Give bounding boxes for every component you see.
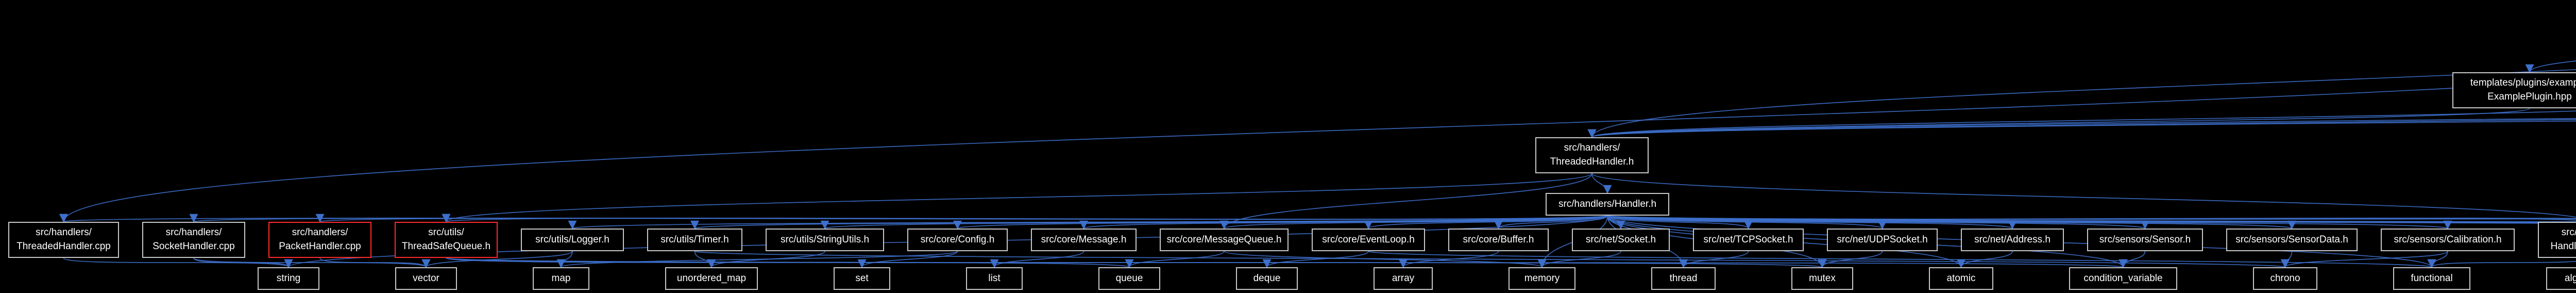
graph-node-s8[interactable]: deque [1236, 267, 1298, 290]
graph-edge [694, 251, 716, 268]
graph-node-b13[interactable]: src/net/Socket.h [1572, 229, 1670, 251]
graph-edge [2427, 251, 2448, 268]
graph-edge [319, 257, 431, 268]
graph-edge [443, 213, 1608, 223]
graph-node-b9[interactable]: src/core/Message.h [1031, 229, 1137, 251]
graph-edge [1368, 251, 2435, 268]
graph-node-s15[interactable]: chrono [2253, 267, 2317, 290]
graph-edge [1588, 110, 2576, 138]
graph-edge [1607, 215, 2452, 230]
graph-edge [2525, 60, 2576, 73]
graph-edge [1587, 69, 2576, 138]
graph-node-b14[interactable]: src/net/TCPSocket.h [1693, 229, 1804, 251]
graph-edge [442, 173, 1592, 223]
graph-node-s13[interactable]: atomic [1929, 267, 1993, 290]
graph-node-l3[interactable]: src/handlers/Handler.h [1546, 193, 1669, 216]
graph-node-b10[interactable]: src/core/MessageQueue.h [1160, 229, 1289, 251]
graph-node-s12[interactable]: mutex [1791, 267, 1853, 290]
graph-node-s3[interactable]: map [533, 267, 589, 290]
graph-edge [1537, 251, 1621, 268]
graph-edge [1957, 251, 2013, 268]
graph-node-b11[interactable]: src/core/EventLoop.h [1312, 229, 1425, 251]
graph-edge [1607, 215, 2016, 230]
graph-edge [1588, 118, 2576, 138]
graph-node-s7[interactable]: queue [1098, 267, 1160, 290]
graph-node-b16[interactable]: src/net/Address.h [1961, 229, 2064, 251]
graph-edge [1679, 251, 1749, 268]
graph-edge [63, 257, 293, 268]
graph-node-b3[interactable]: src/handlers/ PacketHandler.cpp [268, 222, 371, 258]
graph-edge [1262, 251, 1369, 268]
graph-edge [2119, 251, 2146, 268]
graph-node-s17[interactable]: algorithm [2546, 267, 2576, 290]
graph-edge [421, 251, 573, 268]
graph-node-s2[interactable]: vector [395, 267, 457, 290]
graph-node-b17[interactable]: src/sensors/Sensor.h [2087, 229, 2203, 251]
graph-edge [557, 251, 958, 268]
graph-edge [2427, 259, 2576, 268]
graph-edge [1607, 215, 1887, 230]
graph-node-s9[interactable]: array [1374, 267, 1433, 290]
graph-node-b8[interactable]: src/core/Config.h [907, 229, 1008, 251]
graph-edge [694, 251, 2289, 268]
graph-edge [1591, 173, 2576, 218]
graph-edge [1125, 251, 1225, 268]
graph-edge [59, 80, 2576, 223]
graph-node-b15[interactable]: src/net/UDPSocket.h [1827, 229, 1938, 251]
graph-edge [1591, 173, 1612, 194]
graph-edge [1399, 251, 1499, 268]
graph-node-b1[interactable]: src/handlers/ ThreadedHandler.cpp [8, 222, 119, 258]
graph-node-s16[interactable]: functional [2393, 267, 2470, 290]
graph-node-b7[interactable]: src/utils/StringUtils.h [766, 229, 884, 251]
graph-edge [1224, 251, 1546, 268]
graph-edge [990, 251, 1084, 268]
graph-node-b18[interactable]: src/sensors/SensorData.h [2226, 229, 2358, 251]
graph-node-s5[interactable]: set [834, 267, 890, 290]
graph-edge [2281, 251, 2448, 268]
graph-node-s4[interactable]: unordered_map [665, 267, 758, 290]
graph-edge [1220, 215, 1608, 230]
graph-node-s1[interactable]: string [258, 267, 319, 290]
graph-edge [1818, 251, 1883, 268]
graph-edge [1588, 120, 2576, 138]
graph-node-b6[interactable]: src/utils/Timer.h [647, 229, 742, 251]
graph-node-b2[interactable]: src/handlers/ SocketHandler.cpp [142, 222, 245, 258]
graph-node-s10[interactable]: memory [1509, 267, 1575, 290]
graph-edge [1079, 215, 1608, 230]
graph-edge [446, 257, 2126, 268]
graph-node-s14[interactable]: condition_variable [2069, 267, 2177, 290]
graph-edge [1219, 173, 1592, 230]
graph-node-l1_1[interactable]: templates/plugins/example/ ExamplePlugin… [2452, 72, 2576, 108]
graph-edge [1364, 215, 1608, 230]
graph-node-l2[interactable]: src/handlers/ ThreadedHandler.h [1535, 137, 1649, 173]
graph-edge [857, 251, 958, 268]
graph-edge [193, 257, 431, 268]
graph-node-b12[interactable]: src/core/Buffer.h [1448, 229, 1549, 251]
graph-edge [1607, 215, 2576, 222]
graph-node-b20[interactable]: src/handlers/ HandlerRegistry.h [2538, 222, 2576, 258]
graph-node-s6[interactable]: list [966, 267, 1023, 290]
graph-node-b4[interactable]: src/utils/ ThreadSafeQueue.h [395, 222, 498, 258]
graph-node-b19[interactable]: src/sensors/Calibration.h [2381, 229, 2515, 251]
graph-node-s11[interactable]: thread [1651, 267, 1716, 290]
graph-node-b5[interactable]: src/utils/Logger.h [521, 229, 624, 251]
graph-edge [1607, 215, 1753, 230]
